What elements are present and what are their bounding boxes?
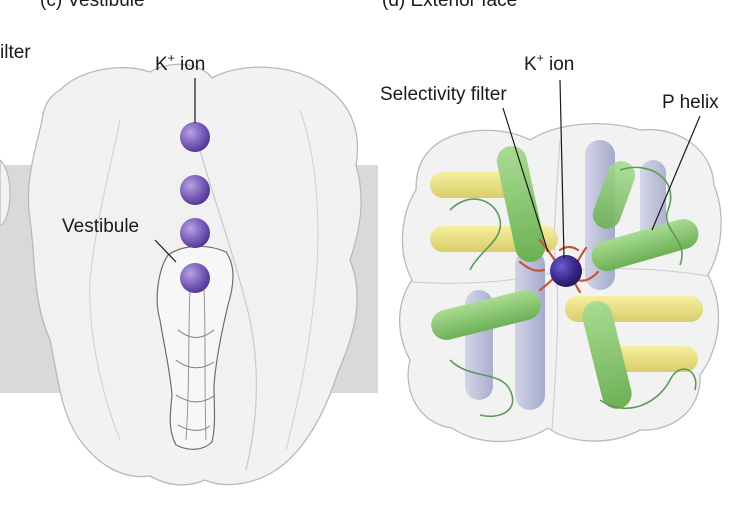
helix-green-1 (496, 145, 546, 263)
helix-lavender-2 (515, 250, 545, 410)
p-helix-label: P helix (662, 92, 719, 113)
edge-fragment-label: ilter (0, 42, 31, 63)
helix-yellow-4 (612, 346, 698, 372)
panel-c-heading: (c) Vestibule (40, 0, 145, 11)
ion-sphere-1 (180, 122, 210, 152)
ion-sphere-3 (180, 218, 210, 248)
helix-green-3 (431, 290, 541, 340)
k-ion-label-c: K+ ion (155, 51, 205, 75)
channel-fold-line-2 (89, 119, 121, 441)
panel-d-exterior-face: (d) Exterior face K+ ion Selectivity fil… (380, 0, 722, 443)
selectivity-filter-label: Selectivity filter (380, 84, 507, 105)
channel-fold-line (199, 149, 257, 471)
k-ion-label-d: K+ ion (524, 51, 574, 75)
ion-sphere-center (550, 255, 582, 287)
ion-sphere-4 (180, 263, 210, 293)
loop-green (449, 166, 697, 417)
partial-channel-left-edge (0, 159, 11, 226)
channel-fold-line-3 (285, 109, 319, 451)
vestibule-label: Vestibule (62, 216, 139, 237)
helix-green-5 (592, 161, 636, 229)
pore-ridge (175, 329, 215, 431)
selectivity-filter-leader (502, 107, 549, 253)
panel-c-vestibule: (c) Vestibule ilter K+ ion Vestibule (0, 0, 378, 486)
helix-green-4 (582, 301, 632, 409)
p-helix-leader (651, 115, 701, 231)
panel-d-heading: (d) Exterior face (382, 0, 517, 11)
ion-sphere-2 (180, 175, 210, 205)
pore-vestibule (156, 245, 234, 450)
vestibule-leader (154, 239, 177, 263)
pore-inner-line (185, 289, 207, 441)
k-ion-leader-d (559, 79, 565, 259)
